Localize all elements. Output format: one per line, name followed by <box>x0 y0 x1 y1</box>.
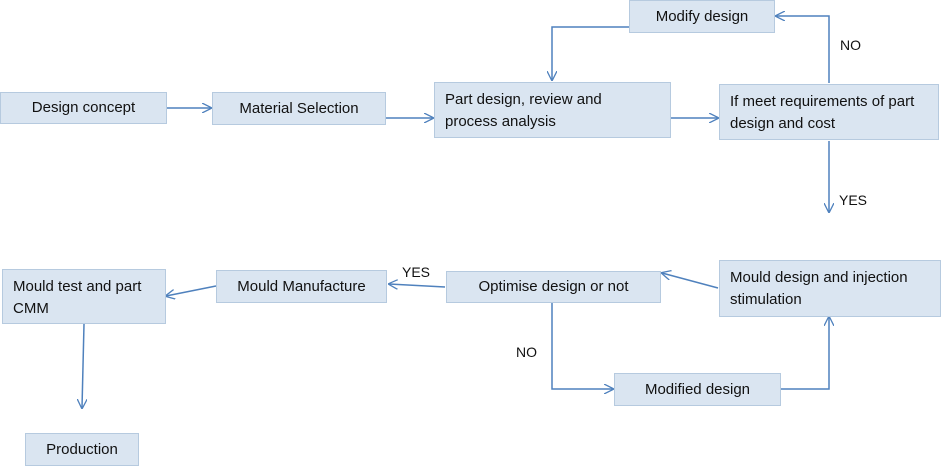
arrow-manufacture-to-test <box>166 285 217 296</box>
node-design-concept-text: Design concept <box>31 99 136 116</box>
node-mould-test: Mould test and part CMM <box>2 269 166 324</box>
arrow-optimise-no-to-modified <box>551 302 613 389</box>
node-modified-design: Modified design <box>614 373 781 406</box>
node-material-selection: Material Selection <box>212 92 386 125</box>
node-production: Production <box>25 433 139 466</box>
node-mould-design-line-2: stimulation <box>730 291 802 308</box>
node-mould-test-line-2: CMM <box>13 300 49 317</box>
node-optimise-text: Optimise design or not <box>478 278 629 295</box>
arrow-modified-to-mould-design <box>781 317 829 390</box>
node-design-concept: Design concept <box>0 92 167 124</box>
node-mould-manufacture-text: Mould Manufacture <box>237 277 366 295</box>
node-modify-design: Modify design <box>629 0 775 33</box>
node-mould-design: Mould design and injection stimulation <box>719 260 941 317</box>
node-mould-manufacture: Mould Manufacture <box>216 270 387 303</box>
node-meet-requirements-line-1: If meet requirements of part <box>730 93 915 110</box>
node-part-design: Part design, review and process analysis <box>434 82 671 138</box>
node-meet-requirements: If meet requirements of part design and … <box>719 84 939 140</box>
arrow-optimise-yes-to-manufacture <box>389 284 446 287</box>
label-yes-right: YES <box>839 192 868 208</box>
arrow-test-to-production <box>82 323 84 408</box>
node-modified-design-text: Modified design <box>644 380 751 398</box>
node-material-selection-text: Material Selection <box>239 99 359 117</box>
label-no-bottom: NO <box>516 344 537 360</box>
node-mould-design-line-1: Mould design and injection <box>730 269 908 286</box>
node-part-design-line-1: Part design, review and <box>445 91 602 108</box>
node-meet-requirements-line-2: design and cost <box>730 115 836 132</box>
node-mould-test-line-1: Mould test and part <box>13 278 142 295</box>
node-part-design-line-2: process analysis <box>445 113 556 130</box>
node-optimise: Optimise design or not <box>446 271 661 303</box>
node-modify-design-text: Modify design <box>655 7 749 25</box>
arrow-requirements-no-to-modify <box>776 16 830 83</box>
label-no-top: NO <box>840 37 861 53</box>
label-yes-bottom: YES <box>402 264 431 280</box>
arrow-modify-to-part <box>552 26 629 80</box>
arrow-mould-design-to-optimise <box>662 273 719 289</box>
node-production-text: Production <box>46 440 118 458</box>
